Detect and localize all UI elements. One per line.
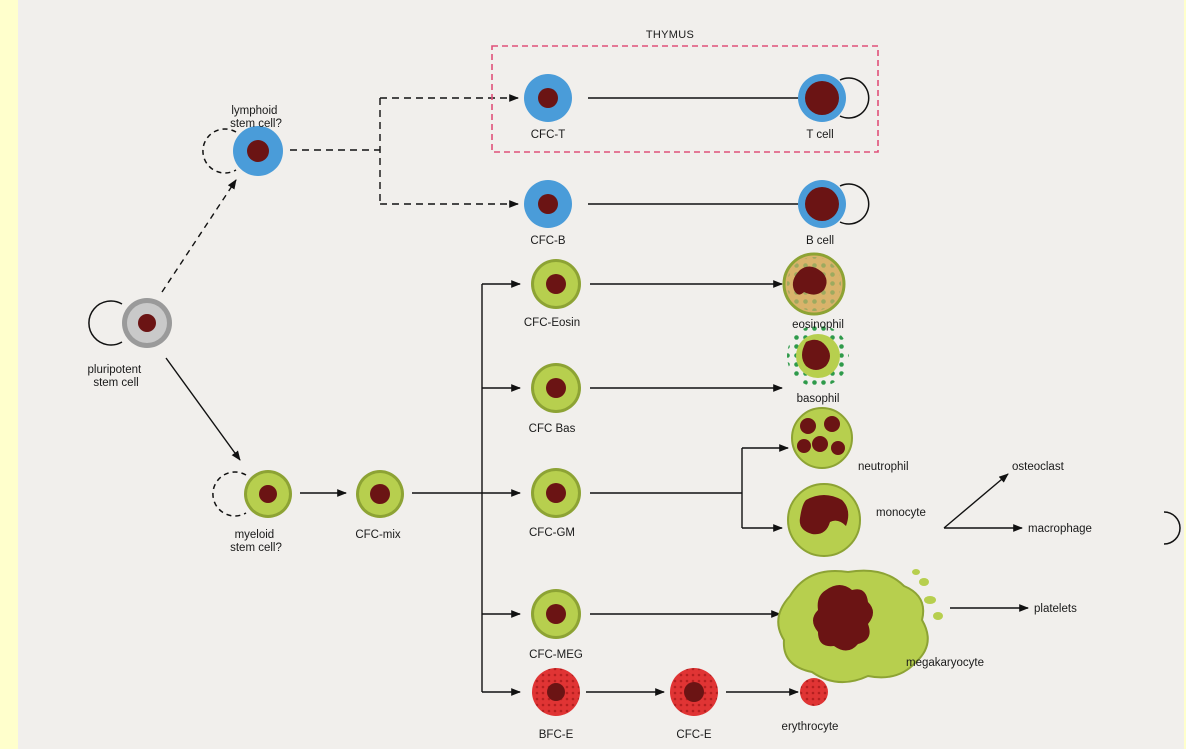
thymus-label: THYMUS xyxy=(646,29,694,41)
bfc-e-label: BFC-E xyxy=(539,729,574,741)
pluripotent-stem-cell xyxy=(122,298,172,348)
cfc-eosin-label: CFC-Eosin xyxy=(524,317,580,329)
lymphoid-stem-label: lymphoid stem cell? xyxy=(230,105,282,130)
erythrocyte-label: erythrocyte xyxy=(782,721,839,733)
erythrocyte-cell xyxy=(800,678,828,706)
neutrophil-cell xyxy=(792,408,852,468)
cfc-bas-cell xyxy=(531,363,581,413)
bfc-e-cell xyxy=(532,668,580,716)
b-cell-label: B cell xyxy=(806,235,834,247)
basophil-cell xyxy=(787,325,849,387)
b-cell xyxy=(798,180,846,228)
neutrophil-label: neutrophil xyxy=(858,461,909,473)
cfc-mix-cell xyxy=(356,470,404,518)
cfc-t-label: CFC-T xyxy=(531,129,566,141)
cfc-b-label: CFC-B xyxy=(530,235,565,247)
myeloid-stem-label: myeloid stem cell? xyxy=(230,529,282,554)
myeloid-self-renewal-loop xyxy=(213,472,246,516)
macrophage-self-renewal-loop xyxy=(1164,512,1180,544)
lymphoid-self-renewal-loop xyxy=(203,129,236,173)
pluripotent-label: pluripotent stem cell xyxy=(88,364,145,389)
cfc-bas-label: CFC Bas xyxy=(529,423,576,435)
pluripotent-self-renewal-loop xyxy=(89,301,122,345)
cfc-t-cell xyxy=(524,74,572,122)
monocyte-cell xyxy=(788,484,860,556)
cfc-e-cell xyxy=(670,668,718,716)
cfc-meg-cell xyxy=(531,589,581,639)
cfc-gm-cell xyxy=(531,468,581,518)
macrophage-label: macrophage xyxy=(1028,523,1092,535)
monocyte-label: monocyte xyxy=(876,507,926,519)
t-cell xyxy=(798,74,846,122)
cfc-e-label: CFC-E xyxy=(676,729,711,741)
cfc-b-cell xyxy=(524,180,572,228)
eosinophil-cell xyxy=(784,254,844,314)
cfc-meg-label: CFC-MEG xyxy=(529,649,583,661)
platelets-label: platelets xyxy=(1034,603,1077,615)
eosinophil-label: eosinophil xyxy=(792,319,844,331)
lymphoid-stem-cell xyxy=(233,126,283,176)
basophil-label: basophil xyxy=(797,393,840,405)
osteoclast-label: osteoclast xyxy=(1012,461,1065,473)
cfc-eosin-cell xyxy=(531,259,581,309)
cfc-mix-label: CFC-mix xyxy=(355,529,401,541)
megakaryocyte-label: megakaryocyte xyxy=(906,657,984,669)
cfc-gm-label: CFC-GM xyxy=(529,527,575,539)
t-cell-label: T cell xyxy=(806,129,833,141)
myeloid-stem-cell xyxy=(244,470,292,518)
